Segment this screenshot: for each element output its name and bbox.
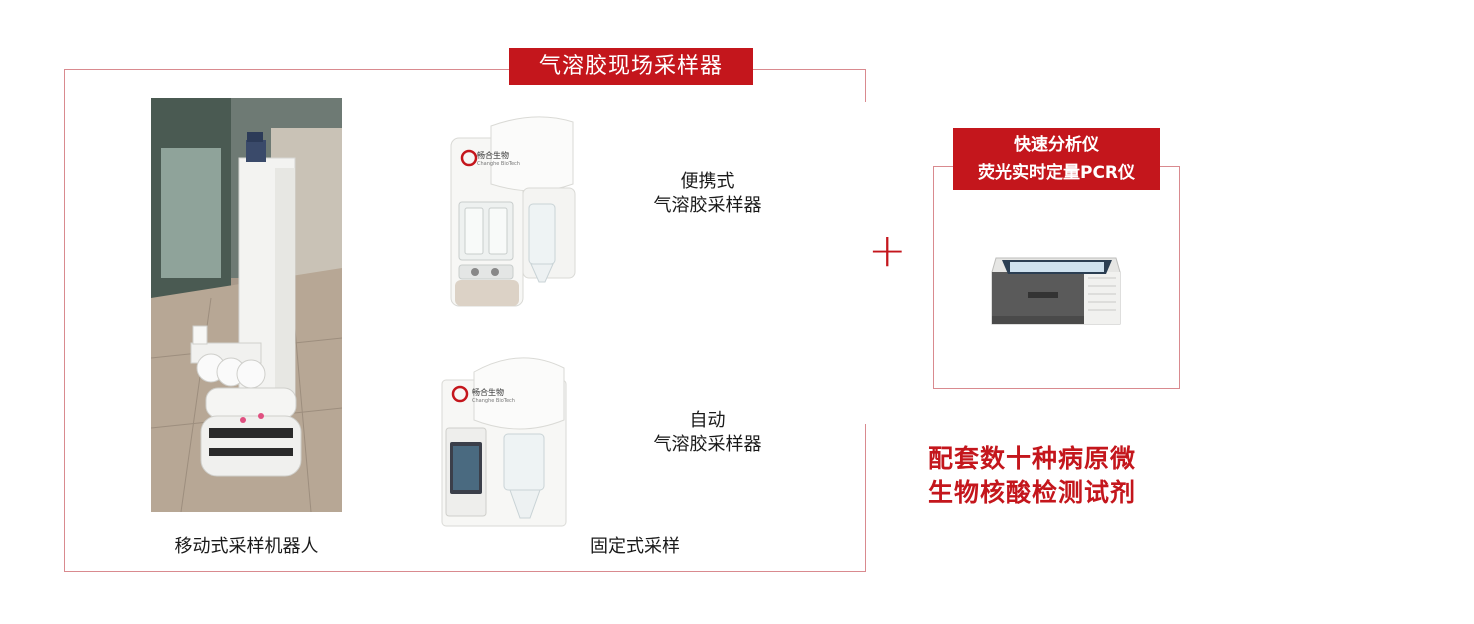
automatic-label-line1: 自动 <box>689 410 726 431</box>
section-title-badge: 气溶胶现场采样器 <box>509 48 753 85</box>
pcr-title-badge: 快速分析仪 荧光实时定量PCR仪 <box>953 128 1160 190</box>
plus-icon: + <box>868 223 907 277</box>
pcr-title-line2: 荧光实时定量PCR仪 <box>977 163 1136 183</box>
reagents-line1: 配套数十种病原微 <box>928 444 1137 473</box>
robot-caption: 移动式采样机器人 <box>174 536 319 557</box>
fixed-sampler-caption: 固定式采样 <box>590 536 680 557</box>
sampling-robot-photo <box>151 98 342 512</box>
portable-sampler-label: 便携式 气溶胶采样器 <box>640 170 775 218</box>
automatic-brand-sub: Changhe BioTech <box>472 398 515 404</box>
automatic-sampler-image: 畅合生物 Changhe BioTech <box>440 350 570 530</box>
pcr-title-line1: 快速分析仪 <box>1014 135 1099 155</box>
portable-sampler-image: 畅合生物 Changhe BioTech <box>445 112 580 312</box>
portable-label-line2: 气溶胶采样器 <box>653 195 762 216</box>
reagents-text: 配套数十种病原微 生物核酸检测试剂 <box>928 442 1168 510</box>
automatic-label-line2: 气溶胶采样器 <box>653 434 762 455</box>
automatic-sampler-label: 自动 气溶胶采样器 <box>640 409 775 457</box>
portable-brand-sub: Changhe BioTech <box>477 161 520 167</box>
portable-label-line1: 便携式 <box>680 171 735 192</box>
frame-gap <box>852 102 882 424</box>
portable-brand-name: 畅合生物 <box>477 151 509 160</box>
automatic-brand-name: 畅合生物 <box>472 388 504 397</box>
pcr-instrument-image <box>988 254 1122 328</box>
reagents-line2: 生物核酸检测试剂 <box>928 478 1137 507</box>
